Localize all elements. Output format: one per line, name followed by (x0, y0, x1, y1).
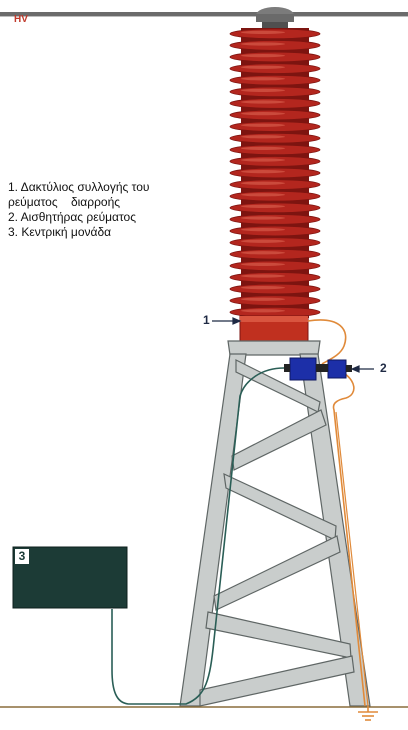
insulator-rib (229, 109, 321, 121)
insulator-rib (229, 121, 321, 132)
insulator-rib (229, 156, 321, 167)
insulator-rib (229, 86, 321, 98)
legend-item-current-sensor: 2. Αισθητήρας ρεύματος (8, 210, 137, 224)
insulator-column (229, 28, 321, 318)
central-unit-box (12, 546, 128, 609)
support-structure (179, 340, 371, 707)
callout-label-sensor: 2 (380, 361, 387, 375)
hv-label: HV (14, 14, 28, 25)
insulator-rib (229, 132, 321, 144)
insulator-rib (229, 51, 321, 63)
ground-symbol-icon (358, 706, 378, 721)
current-sensor (284, 357, 352, 381)
legend-item-collection-ring: 1. Δακτύλιος συλλογής του ρεύματος διαρρ… (8, 180, 150, 209)
insulator-rib (229, 260, 321, 272)
insulator-rib (229, 74, 321, 86)
hv-busbar (0, 12, 408, 16)
callout-arrow-sensor (350, 365, 374, 373)
insulator-rib (229, 272, 321, 283)
callout-label-unit: 3 (15, 549, 29, 564)
legend: 1. Δακτύλιος συλλογής του ρεύματος διαρρ… (8, 180, 248, 240)
insulator-rib (229, 98, 321, 109)
signal-cable (111, 367, 285, 705)
insulator-rib (229, 295, 321, 306)
insulator-rib (229, 28, 321, 40)
callout-label-ring: 1 (203, 313, 210, 327)
insulator-rib (229, 144, 321, 156)
insulator-rib (229, 63, 321, 74)
callout-arrow-ring (212, 317, 242, 325)
insulator-rib (229, 167, 321, 179)
insulator-rib (229, 283, 321, 295)
legend-item-central-unit: 3. Κεντρική μονάδα (8, 225, 112, 239)
insulator-rib (229, 40, 321, 51)
insulator-rib (229, 248, 321, 260)
